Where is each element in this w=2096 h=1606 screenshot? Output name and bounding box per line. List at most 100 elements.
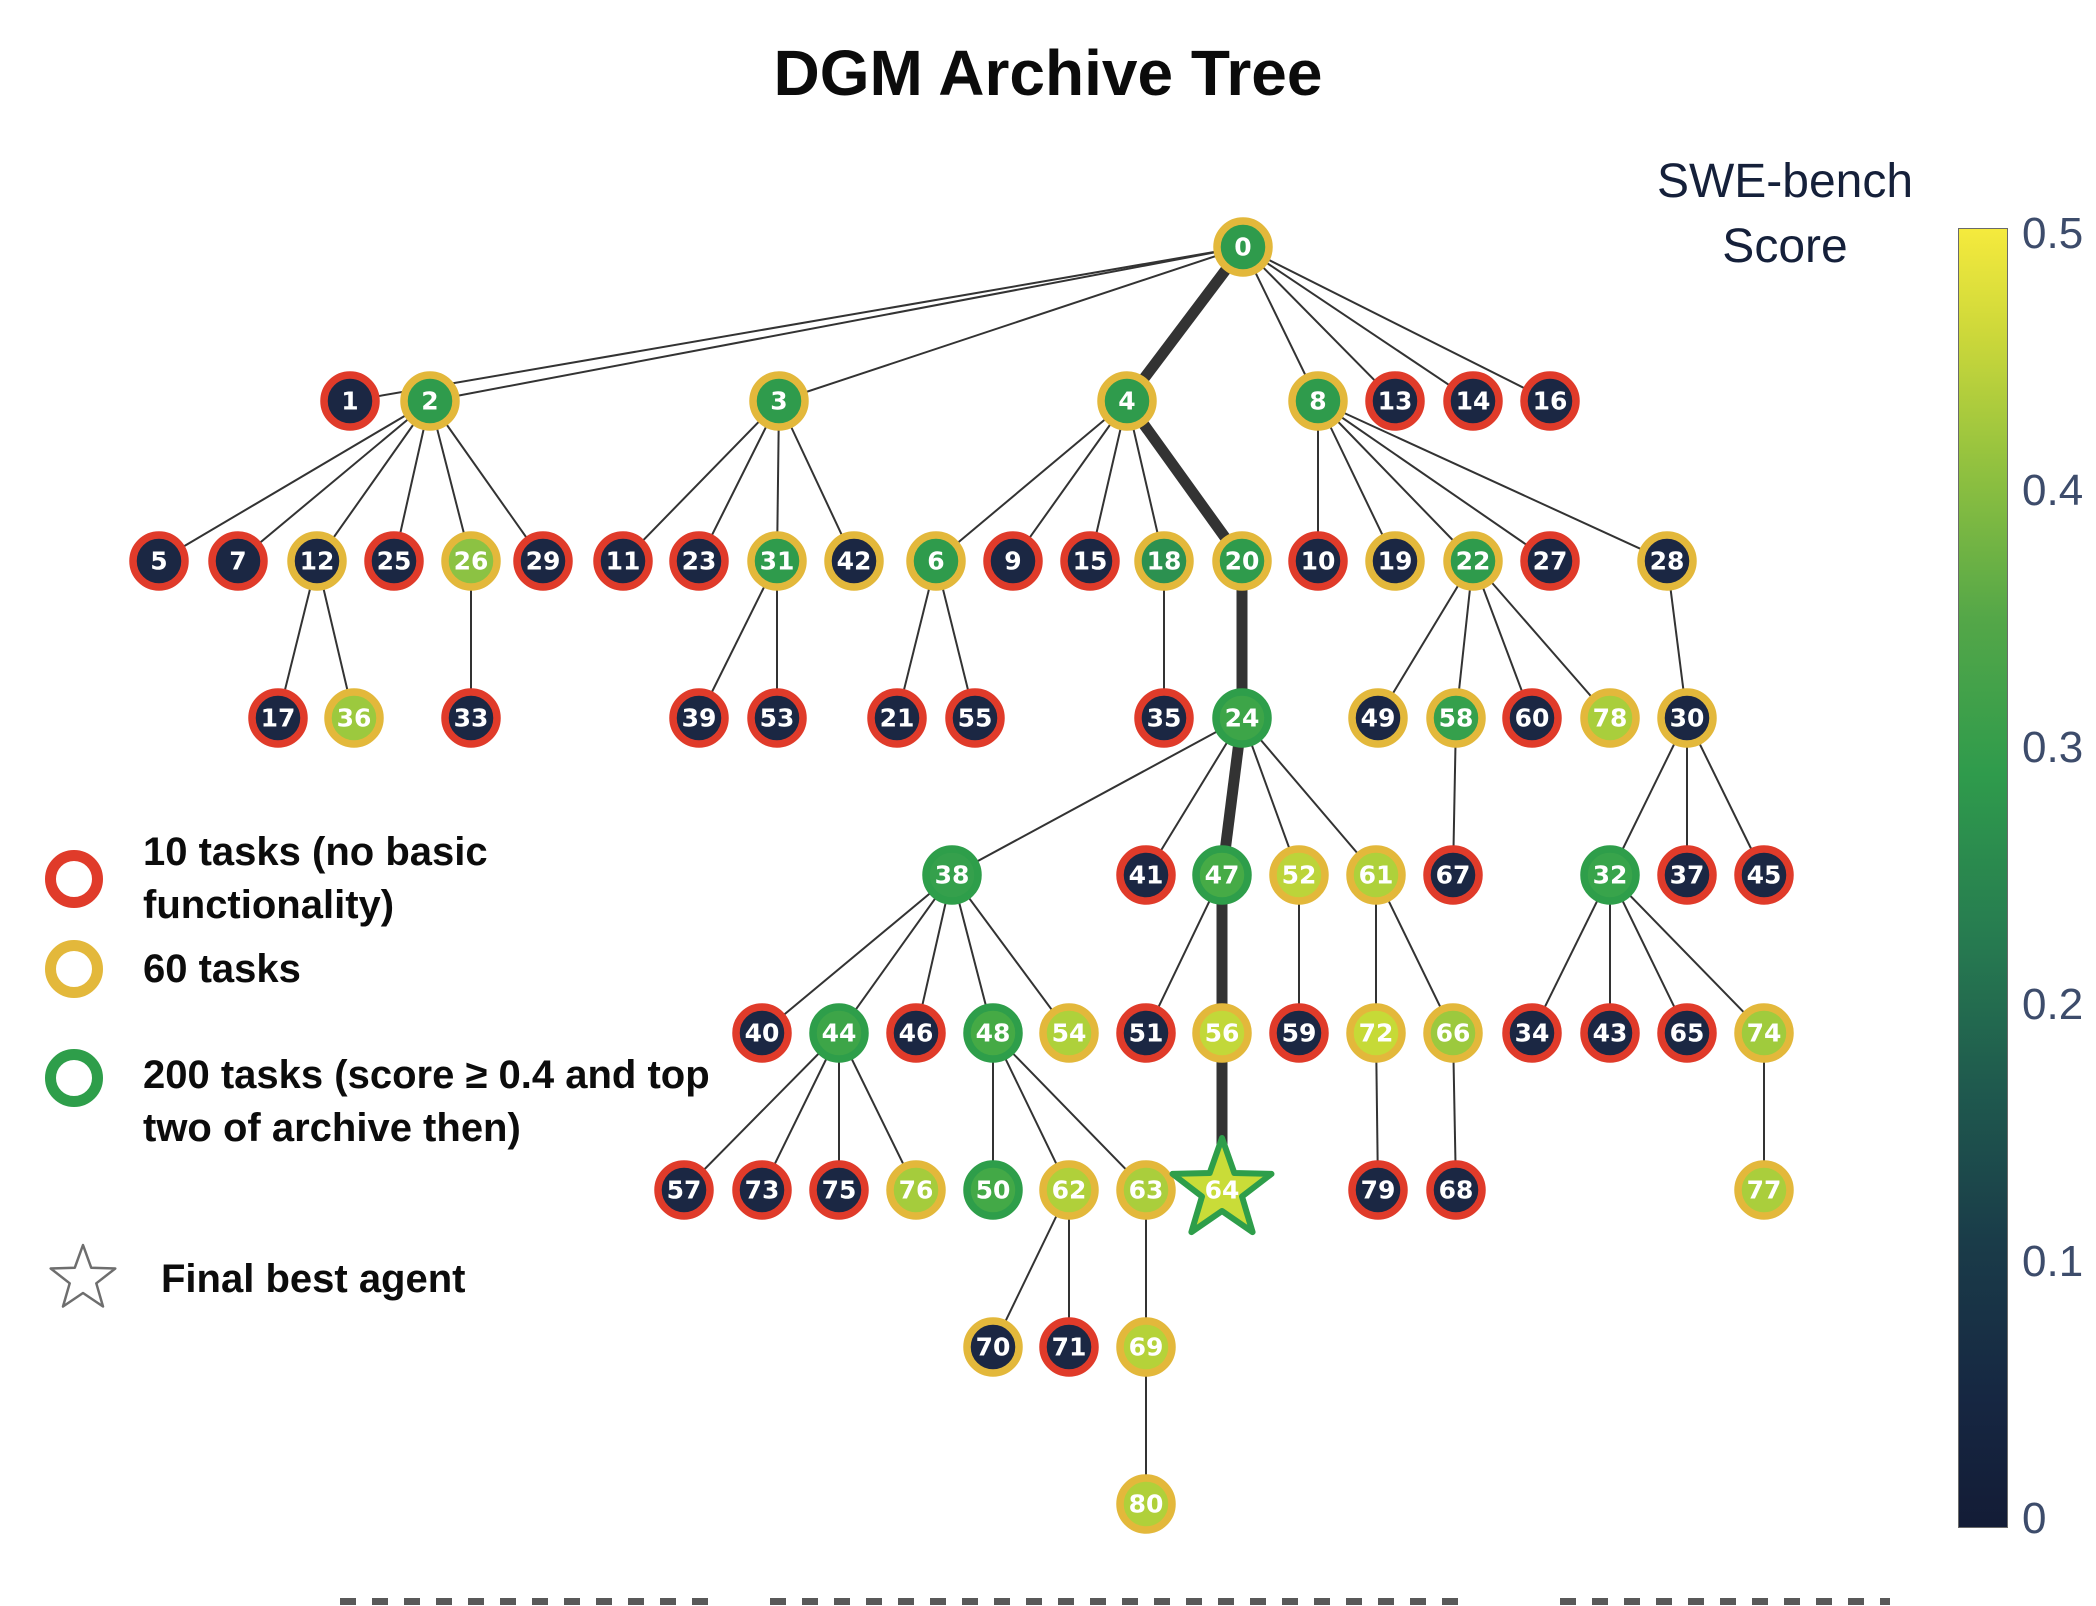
node-label-67: 67 bbox=[1436, 861, 1471, 890]
tree-node-16: 16 bbox=[1520, 371, 1580, 431]
legend-item-10-tasks: 10 tasks (no basic functionality) bbox=[45, 826, 723, 932]
tree-node-44: 44 bbox=[809, 1003, 869, 1063]
tree-edge-4-9 bbox=[1012, 400, 1128, 562]
node-circle-12 bbox=[287, 531, 347, 591]
node-circle-63 bbox=[1116, 1160, 1176, 1220]
tree-node-58: 58 bbox=[1426, 688, 1486, 748]
node-circle-76 bbox=[886, 1160, 946, 1220]
tree-node-73: 73 bbox=[732, 1160, 792, 1220]
node-circle-21 bbox=[867, 688, 927, 748]
tree-node-65: 65 bbox=[1657, 1003, 1717, 1063]
tree-node-61: 61 bbox=[1346, 845, 1406, 905]
node-circle-62 bbox=[1039, 1160, 1099, 1220]
tree-edge-2-5 bbox=[158, 400, 431, 562]
node-circle-68 bbox=[1426, 1160, 1486, 1220]
node-label-33: 33 bbox=[454, 704, 489, 733]
tree-node-34: 34 bbox=[1502, 1003, 1562, 1063]
node-label-77: 77 bbox=[1747, 1176, 1782, 1205]
node-circle-57 bbox=[654, 1160, 714, 1220]
colorbar-title-line2: Score bbox=[1722, 219, 1848, 273]
tree-node-52: 52 bbox=[1269, 845, 1329, 905]
node-label-40: 40 bbox=[745, 1019, 780, 1048]
node-circle-32 bbox=[1580, 845, 1640, 905]
node-circle-23 bbox=[669, 531, 729, 591]
tree-node-77: 77 bbox=[1734, 1160, 1794, 1220]
node-label-64: 64 bbox=[1205, 1176, 1240, 1205]
tree-node-72: 72 bbox=[1346, 1003, 1406, 1063]
tree-edge-2-7 bbox=[237, 400, 431, 562]
tree-edge-38-54 bbox=[951, 874, 1070, 1034]
node-circle-61 bbox=[1346, 845, 1406, 905]
tree-node-32: 32 bbox=[1580, 845, 1640, 905]
node-circle-5 bbox=[129, 531, 189, 591]
colorbar-tick-03: 0.3 bbox=[2022, 723, 2084, 772]
colorbar-title-line1: SWE-bench bbox=[1656, 155, 1914, 208]
node-label-16: 16 bbox=[1533, 387, 1568, 416]
tree-node-70: 70 bbox=[963, 1317, 1023, 1377]
node-circle-43 bbox=[1580, 1003, 1640, 1063]
node-label-0: 0 bbox=[1234, 233, 1251, 262]
colorbar-tick-00: 0 bbox=[2022, 1494, 2047, 1543]
tree-node-66: 66 bbox=[1423, 1003, 1483, 1063]
tree-edge-3-23 bbox=[698, 400, 780, 562]
bottom-cropped-content bbox=[1560, 1598, 1890, 1605]
node-circle-72 bbox=[1346, 1003, 1406, 1063]
tree-node-39: 39 bbox=[669, 688, 729, 748]
tree-edge-24-38 bbox=[951, 717, 1243, 876]
tree-node-22: 22 bbox=[1443, 531, 1503, 591]
legend-label-200-tasks: 200 tasks (score ≥ 0.4 and top two of ar… bbox=[143, 1053, 710, 1150]
node-circle-16 bbox=[1520, 371, 1580, 431]
node-label-55: 55 bbox=[958, 704, 993, 733]
tree-node-6: 6 bbox=[906, 531, 966, 591]
node-label-13: 13 bbox=[1378, 387, 1413, 416]
node-circle-35 bbox=[1134, 688, 1194, 748]
final-best-agent-star bbox=[1169, 1135, 1275, 1236]
tree-node-26: 26 bbox=[441, 531, 501, 591]
node-circle-70 bbox=[963, 1317, 1023, 1377]
node-label-47: 47 bbox=[1205, 861, 1240, 890]
tree-edge-24-41 bbox=[1145, 717, 1243, 876]
tree-edge-8-28 bbox=[1317, 400, 1668, 562]
node-label-75: 75 bbox=[822, 1176, 857, 1205]
node-label-44: 44 bbox=[822, 1019, 857, 1048]
bottom-cropped-content bbox=[340, 1598, 720, 1605]
tree-edge-22-78 bbox=[1472, 560, 1611, 719]
node-label-21: 21 bbox=[880, 704, 915, 733]
tree-node-53: 53 bbox=[747, 688, 807, 748]
tree-edge-8-27 bbox=[1317, 400, 1551, 562]
node-circle-39 bbox=[669, 688, 729, 748]
node-label-59: 59 bbox=[1282, 1019, 1317, 1048]
node-circle-42 bbox=[824, 531, 884, 591]
node-label-26: 26 bbox=[454, 547, 489, 576]
node-label-5: 5 bbox=[150, 547, 167, 576]
node-circle-73 bbox=[732, 1160, 792, 1220]
node-label-15: 15 bbox=[1073, 547, 1108, 576]
node-label-29: 29 bbox=[526, 547, 561, 576]
node-circle-31 bbox=[747, 531, 807, 591]
tree-node-51: 51 bbox=[1116, 1003, 1176, 1063]
tree-node-46: 46 bbox=[886, 1003, 946, 1063]
node-label-50: 50 bbox=[976, 1176, 1011, 1205]
node-label-73: 73 bbox=[745, 1176, 780, 1205]
legend-label-final-best-agent: Final best agent bbox=[161, 1256, 466, 1301]
node-circle-56 bbox=[1192, 1003, 1252, 1063]
colorbar-gradient bbox=[1958, 228, 2008, 1528]
node-circle-41 bbox=[1116, 845, 1176, 905]
tree-node-33: 33 bbox=[441, 688, 501, 748]
node-circle-34 bbox=[1502, 1003, 1562, 1063]
tree-node-64: 64 bbox=[1169, 1135, 1275, 1236]
node-circle-60 bbox=[1502, 688, 1562, 748]
node-circle-19 bbox=[1365, 531, 1425, 591]
node-label-3: 3 bbox=[770, 387, 787, 416]
node-circle-3 bbox=[749, 371, 809, 431]
tree-edge-32-74 bbox=[1609, 874, 1765, 1034]
tree-edge-38-44 bbox=[838, 874, 953, 1034]
node-label-65: 65 bbox=[1670, 1019, 1705, 1048]
tree-node-8: 8 bbox=[1288, 371, 1348, 431]
node-label-24: 24 bbox=[1225, 704, 1260, 733]
red-ring-icon bbox=[45, 849, 103, 908]
tree-node-36: 36 bbox=[324, 688, 384, 748]
colorbar-tick-04: 0.4 bbox=[2022, 466, 2084, 515]
